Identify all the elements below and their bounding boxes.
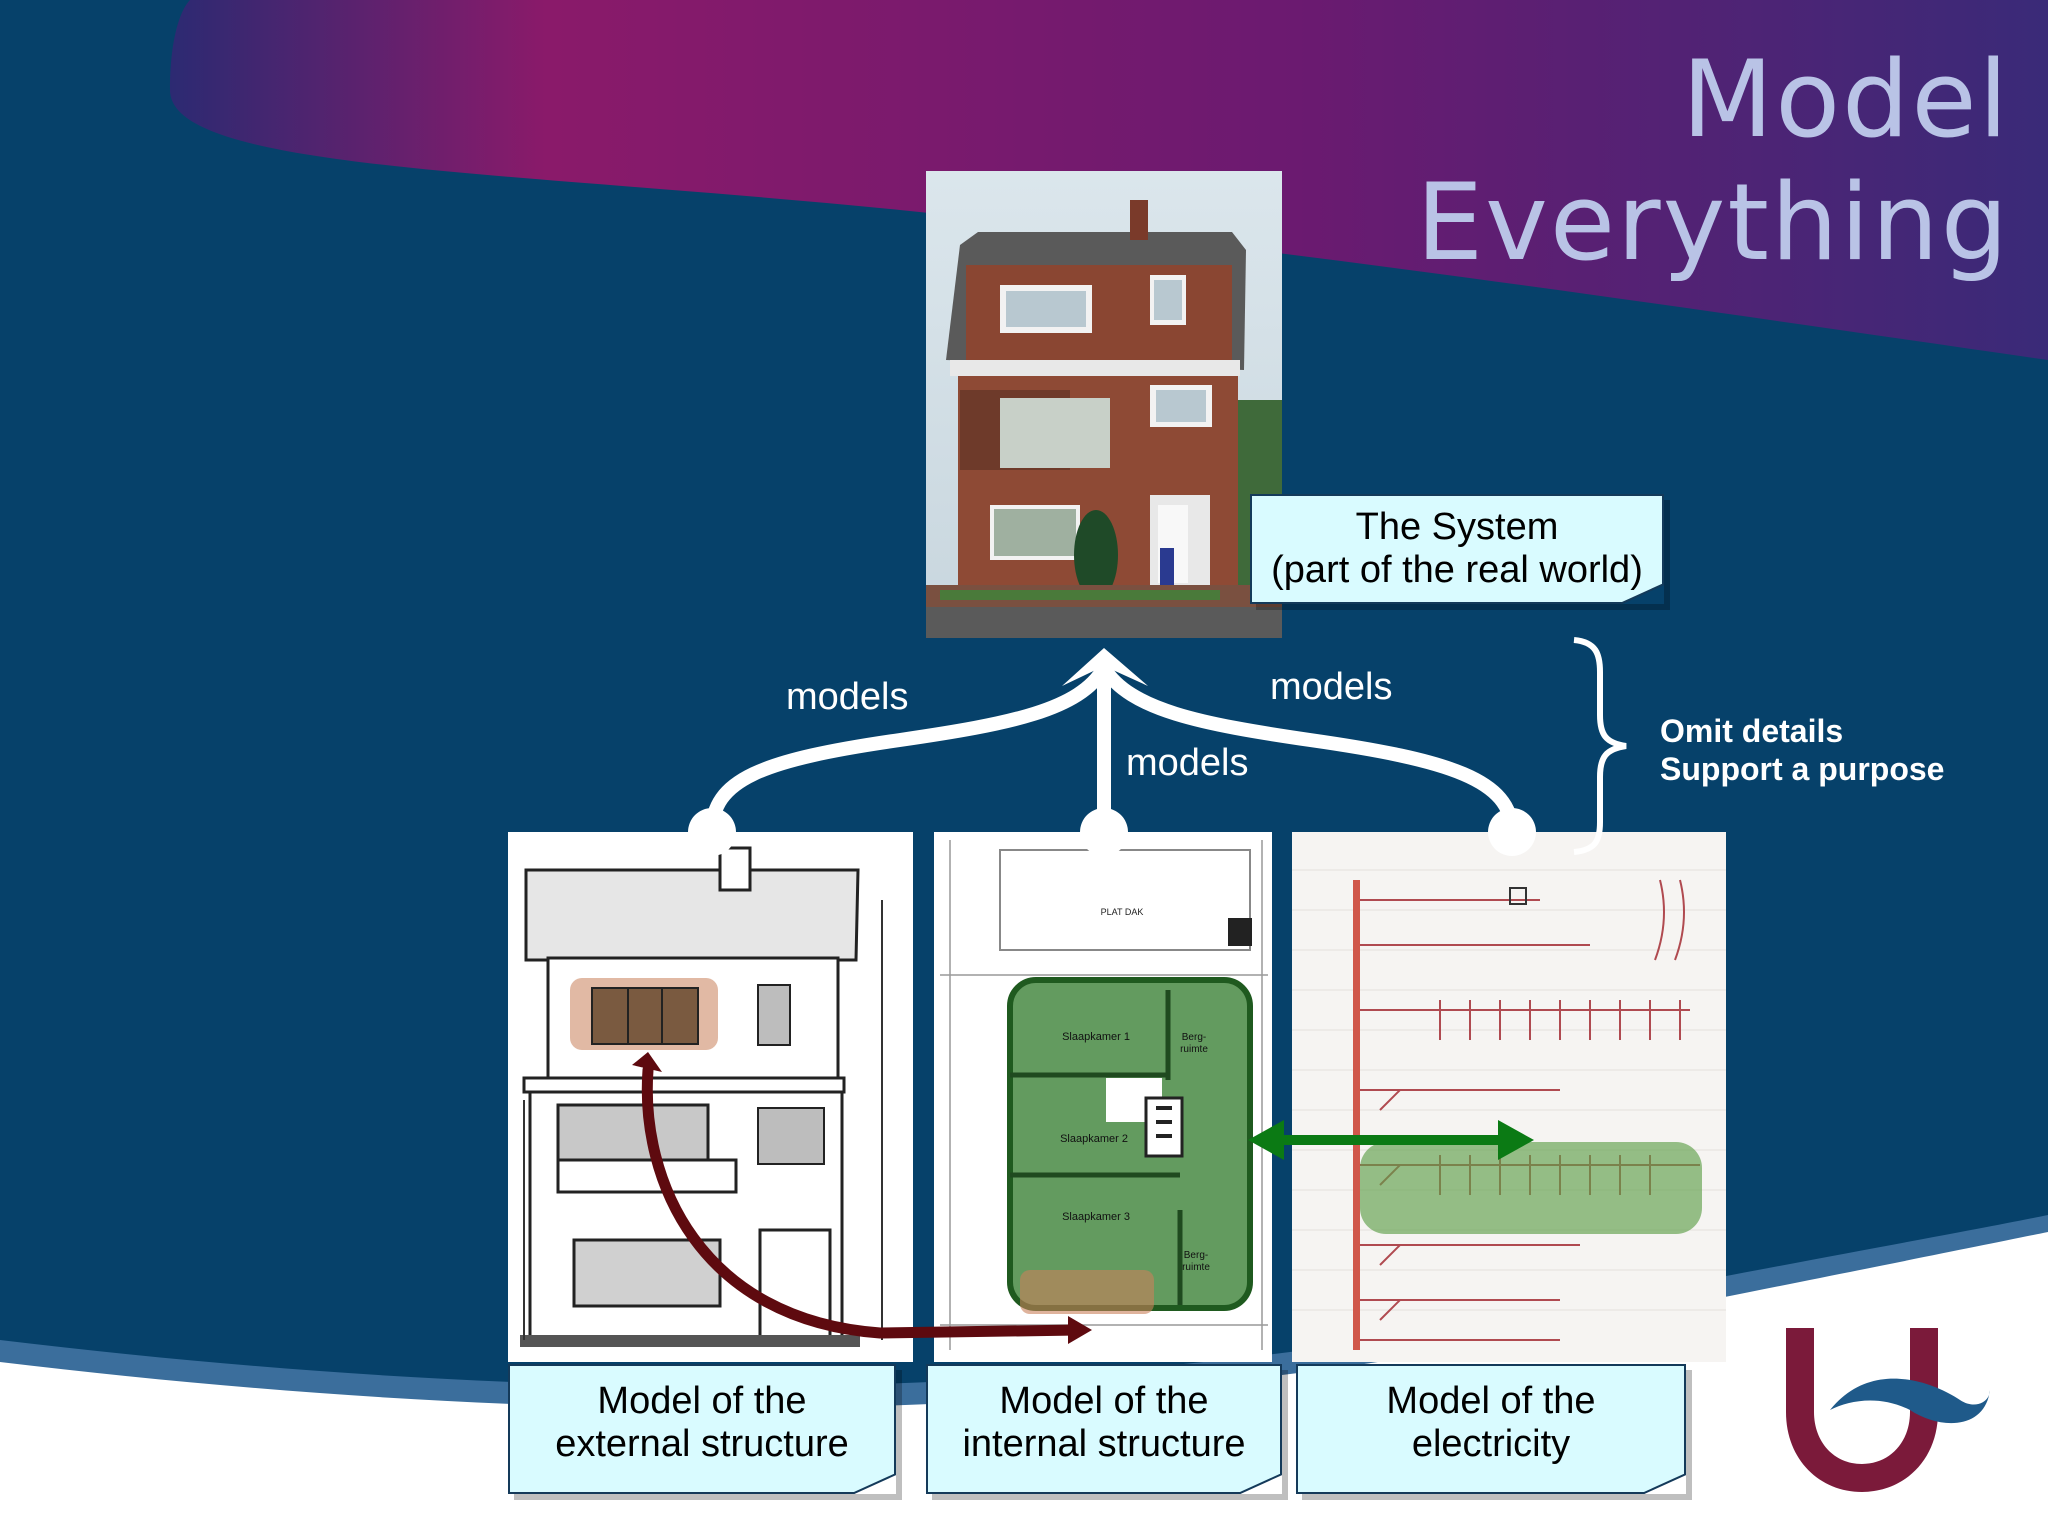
- red-arrowhead-up: [632, 1052, 662, 1072]
- university-logo: [1786, 1328, 1990, 1492]
- models-label-right: models: [1270, 666, 1393, 708]
- green-arrowhead-left: [1248, 1120, 1284, 1160]
- model-note-line: internal structure: [962, 1423, 1246, 1465]
- models-label-center: models: [1126, 742, 1249, 784]
- external-structure-note: Model of the external structure: [508, 1364, 896, 1494]
- note-fold-icon: [852, 1474, 896, 1494]
- floorplan-room-label: Slaapkamer 2: [1060, 1133, 1128, 1145]
- floorplan-room-label: Berg-: [1182, 1032, 1206, 1043]
- internal-rooms-highlight: [1008, 978, 1252, 1310]
- system-note: The System (part of the real world): [1250, 494, 1664, 604]
- model-note-line: Model of the: [597, 1380, 807, 1422]
- note-fold-icon: [1620, 584, 1664, 604]
- connector-dot: [1080, 808, 1128, 856]
- models-arrowhead: [1062, 648, 1148, 686]
- omit-brace: [1573, 637, 1627, 855]
- note-fold-icon: [1238, 1474, 1282, 1494]
- model-note-line: Model of the: [1386, 1380, 1596, 1422]
- models-label-left: models: [786, 676, 909, 718]
- electricity-circuit-highlight: [1360, 1142, 1702, 1234]
- note-fold-icon: [1642, 1474, 1686, 1494]
- external-structure-drawing: [508, 832, 913, 1362]
- omit-details-text: Omit details Support a purpose: [1660, 712, 1944, 788]
- model-note-line: Model of the: [999, 1380, 1209, 1422]
- floorplan-room-label: Berg-: [1184, 1250, 1208, 1261]
- electricity-note: Model of the electricity: [1296, 1364, 1686, 1494]
- electricity-schematic: [1292, 832, 1726, 1362]
- floorplan-room-label: Slaapkamer 3: [1062, 1211, 1130, 1223]
- connector-dot: [1488, 808, 1536, 856]
- green-arrowhead-right: [1498, 1120, 1534, 1160]
- floorplan-room-label: ruimte: [1180, 1044, 1208, 1055]
- correspondence-arrow-red: [641, 1064, 1084, 1339]
- floorplan-roof-label: PLAT DAK: [1101, 907, 1144, 917]
- models-arrows: [705, 661, 1519, 839]
- omit-line: Omit details: [1660, 713, 1844, 749]
- floorplan-room-label: ruimte: [1182, 1262, 1210, 1273]
- model-note-line: electricity: [1411, 1423, 1571, 1465]
- red-arrowhead-right: [1068, 1316, 1092, 1344]
- system-note-line: The System: [1355, 506, 1559, 548]
- slide-title: Model Everything: [1416, 38, 2010, 284]
- connector-dot: [688, 808, 736, 856]
- floorplan-room-label: Slaapkamer 1: [1062, 1031, 1130, 1043]
- internal-window-highlight: [1020, 1270, 1154, 1314]
- system-note-line: (part of the real world): [1271, 549, 1643, 591]
- omit-line: Support a purpose: [1660, 751, 1945, 787]
- model-note-line: external structure: [555, 1423, 849, 1465]
- internal-structure-note: Model of the internal structure: [926, 1364, 1282, 1494]
- house-photo: [926, 171, 1282, 638]
- internal-structure-floorplan: [934, 832, 1272, 1362]
